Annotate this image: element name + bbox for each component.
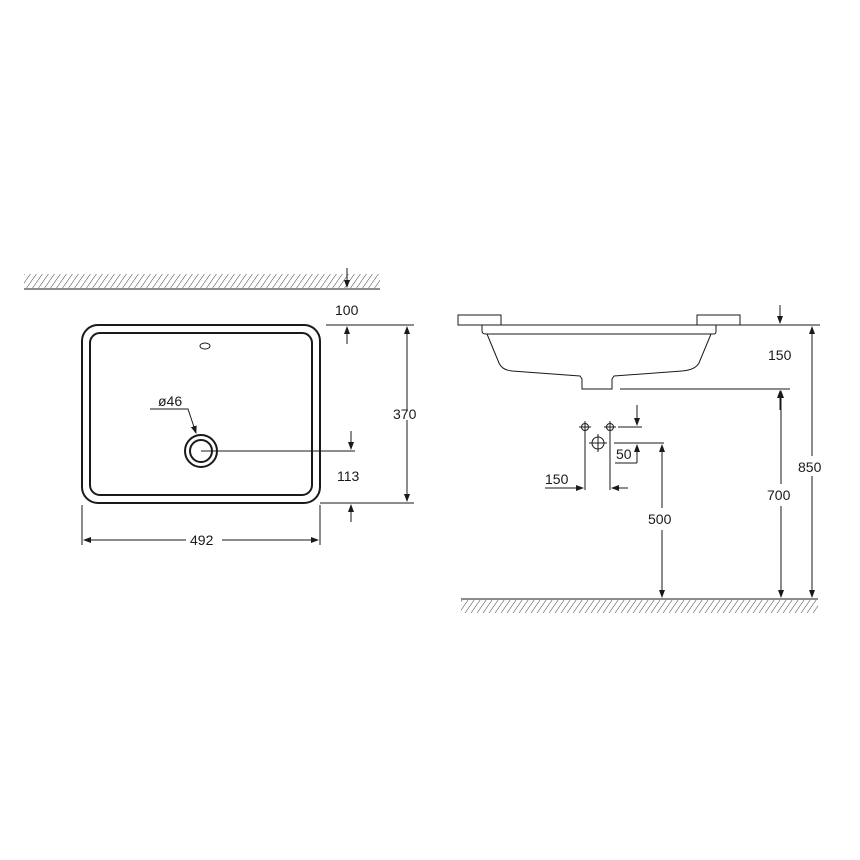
supply-valve-left-icon — [579, 421, 591, 433]
side-view: 150 50 150 500 — [457, 305, 822, 613]
floor-to-counter-label: 850 — [798, 459, 822, 475]
basin-outline-top — [81, 324, 321, 504]
width-label: 492 — [190, 532, 214, 548]
drain-outlet-icon — [589, 434, 607, 452]
floor-hatch — [461, 598, 818, 613]
countertop-hatch — [457, 314, 741, 326]
wall-offset-label: 100 — [335, 302, 359, 318]
basin-profile-side — [481, 325, 717, 390]
drain-offset-label: 113 — [337, 468, 360, 484]
floor-to-drain-label: 500 — [648, 511, 672, 527]
wall-hatch — [24, 274, 380, 290]
drain-height-offset-label: 50 — [616, 446, 632, 462]
basin-height-label: 150 — [768, 347, 792, 363]
floor-to-basin-bottom-label: 700 — [767, 487, 791, 503]
top-view: ø46 100 370 113 492 — [24, 268, 417, 548]
depth-label: 370 — [393, 406, 417, 422]
supply-valve-right-icon — [604, 421, 616, 433]
supply-spacing-label: 150 — [545, 471, 569, 487]
overflow-icon — [199, 342, 211, 350]
drain-diameter-label: ø46 — [158, 393, 182, 409]
